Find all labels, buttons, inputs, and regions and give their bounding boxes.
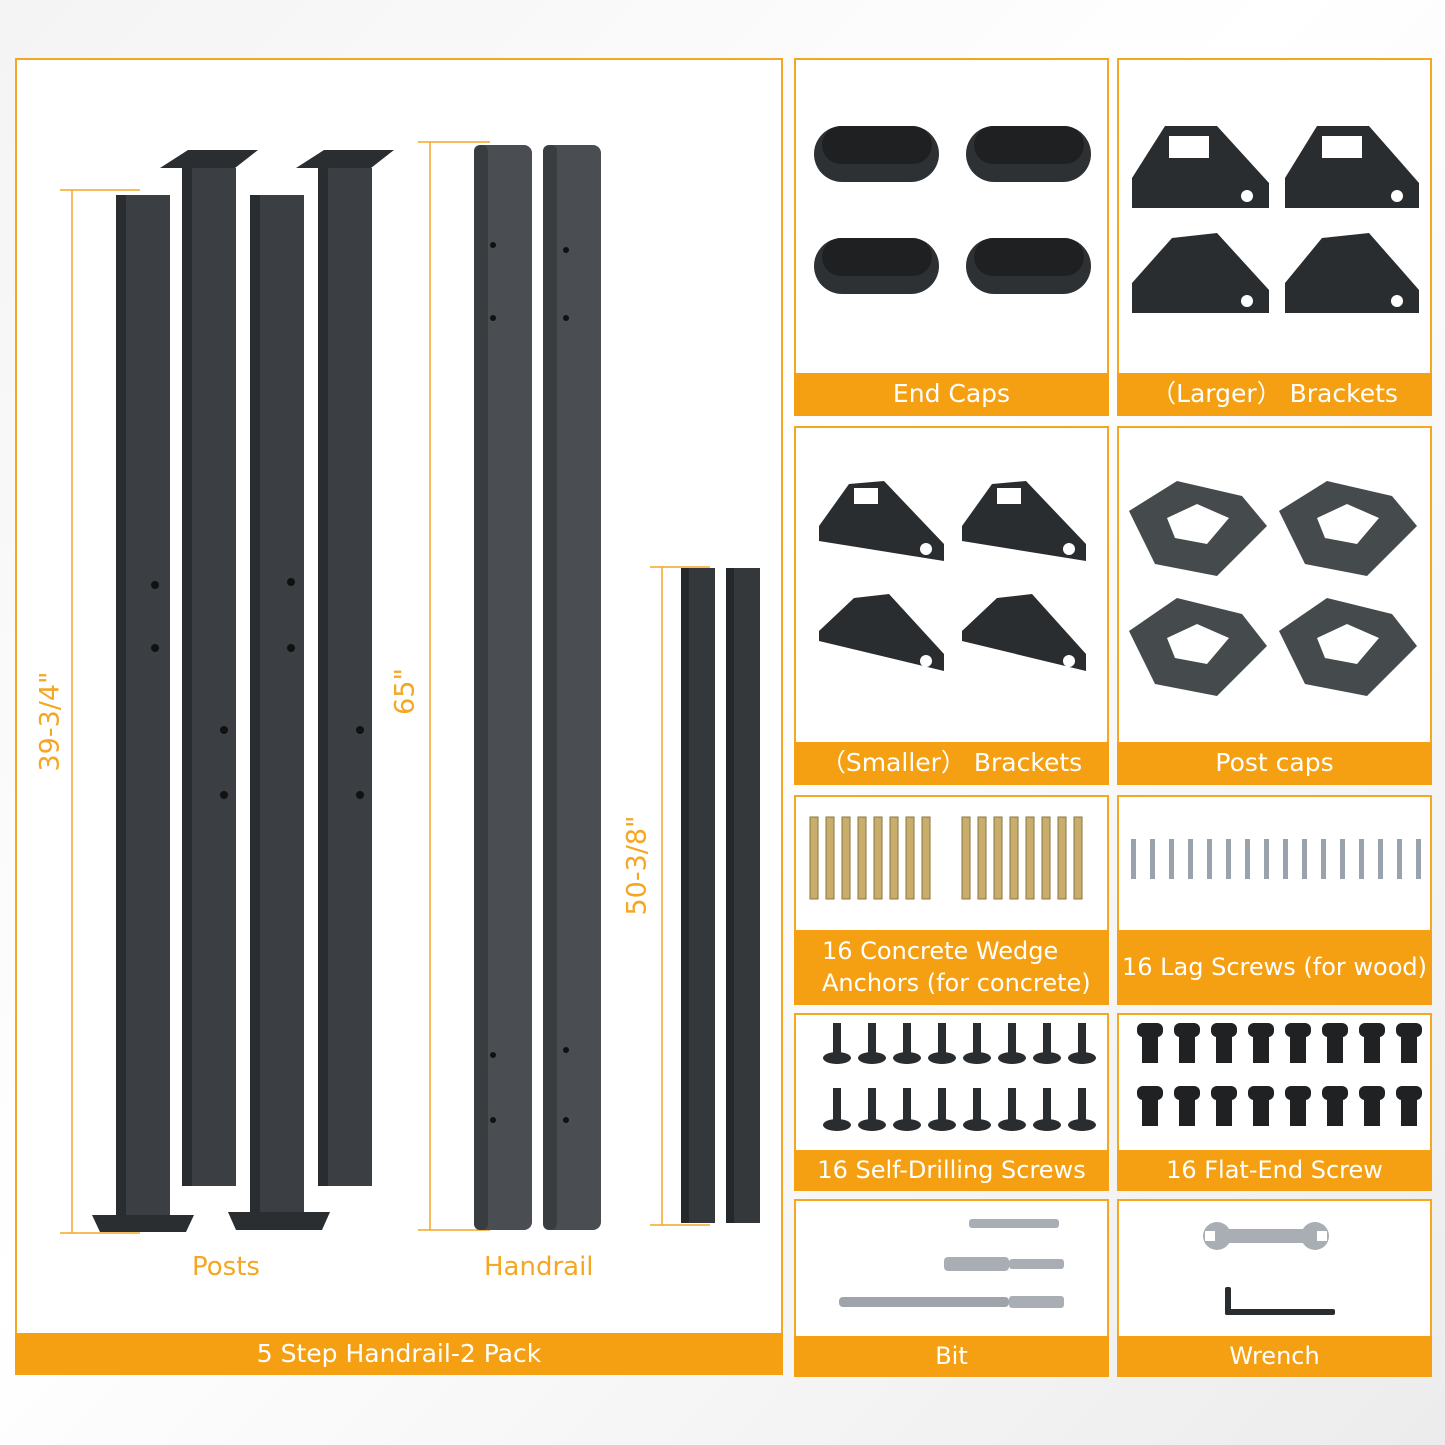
post-3 xyxy=(228,195,330,1230)
end-caps-label: End Caps xyxy=(794,373,1109,416)
larger-brackets-panel xyxy=(1117,58,1432,416)
self-drilling-illustration xyxy=(823,1023,1096,1131)
post-caps-label: Post caps xyxy=(1117,742,1432,785)
wrench-illustration xyxy=(1203,1222,1335,1315)
bit-label: Bit xyxy=(794,1336,1109,1377)
posts-dimension-label: 39-3/4" xyxy=(34,671,66,772)
handrail-1 xyxy=(474,145,532,1230)
lag-screws-illustration xyxy=(1131,839,1421,879)
main-kit-illustration xyxy=(60,141,760,1234)
main-kit-label-bar: 5 Step Handrail-2 Pack xyxy=(15,1333,783,1375)
short-rail-1 xyxy=(681,568,715,1223)
larger-brackets-label: （Larger） Brackets xyxy=(1117,373,1432,416)
posts-label: Posts xyxy=(192,1252,260,1282)
smaller-brackets-label: （Smaller） Brackets xyxy=(794,742,1109,785)
flat-end-illustration xyxy=(1137,1023,1422,1126)
larger-brackets-illustration xyxy=(1132,126,1419,313)
self-drilling-label: 16 Self-Drilling Screws xyxy=(794,1150,1109,1191)
handrail-2 xyxy=(543,145,601,1230)
wedge-anchors-label: 16 Concrete Wedge Anchors (for concrete) xyxy=(794,930,1109,1005)
flat-end-label: 16 Flat-End Screw xyxy=(1117,1150,1432,1191)
post-4 xyxy=(296,150,394,1186)
short-rail-2 xyxy=(726,568,760,1223)
wedge-anchors-label-line2: Anchors (for concrete) xyxy=(822,968,1091,997)
post-caps-illustration xyxy=(1129,481,1417,696)
post-1 xyxy=(92,195,194,1232)
lag-screws-label: 16 Lag Screws (for wood) xyxy=(1117,930,1432,1005)
wedge-anchors-label-line1: 16 Concrete Wedge xyxy=(822,937,1059,966)
smaller-brackets-panel xyxy=(794,426,1109,784)
wedge-anchors-illustration xyxy=(809,816,1083,900)
wrench-label: Wrench xyxy=(1117,1336,1432,1377)
handrail-dimension-label: 65" xyxy=(389,668,421,715)
end-caps-illustration xyxy=(814,126,1091,294)
handrail-label: Handrail xyxy=(484,1252,594,1282)
short-rail-dimension-line xyxy=(650,566,710,1226)
end-caps-panel xyxy=(794,58,1109,416)
short-rail-dimension-label: 50-3/8" xyxy=(621,815,653,916)
posts-dimension-line xyxy=(60,189,140,1234)
bit-illustration xyxy=(839,1219,1064,1308)
post-2 xyxy=(160,150,258,1186)
smaller-brackets-illustration xyxy=(819,481,1086,671)
handrail-dimension-line xyxy=(418,141,490,1231)
